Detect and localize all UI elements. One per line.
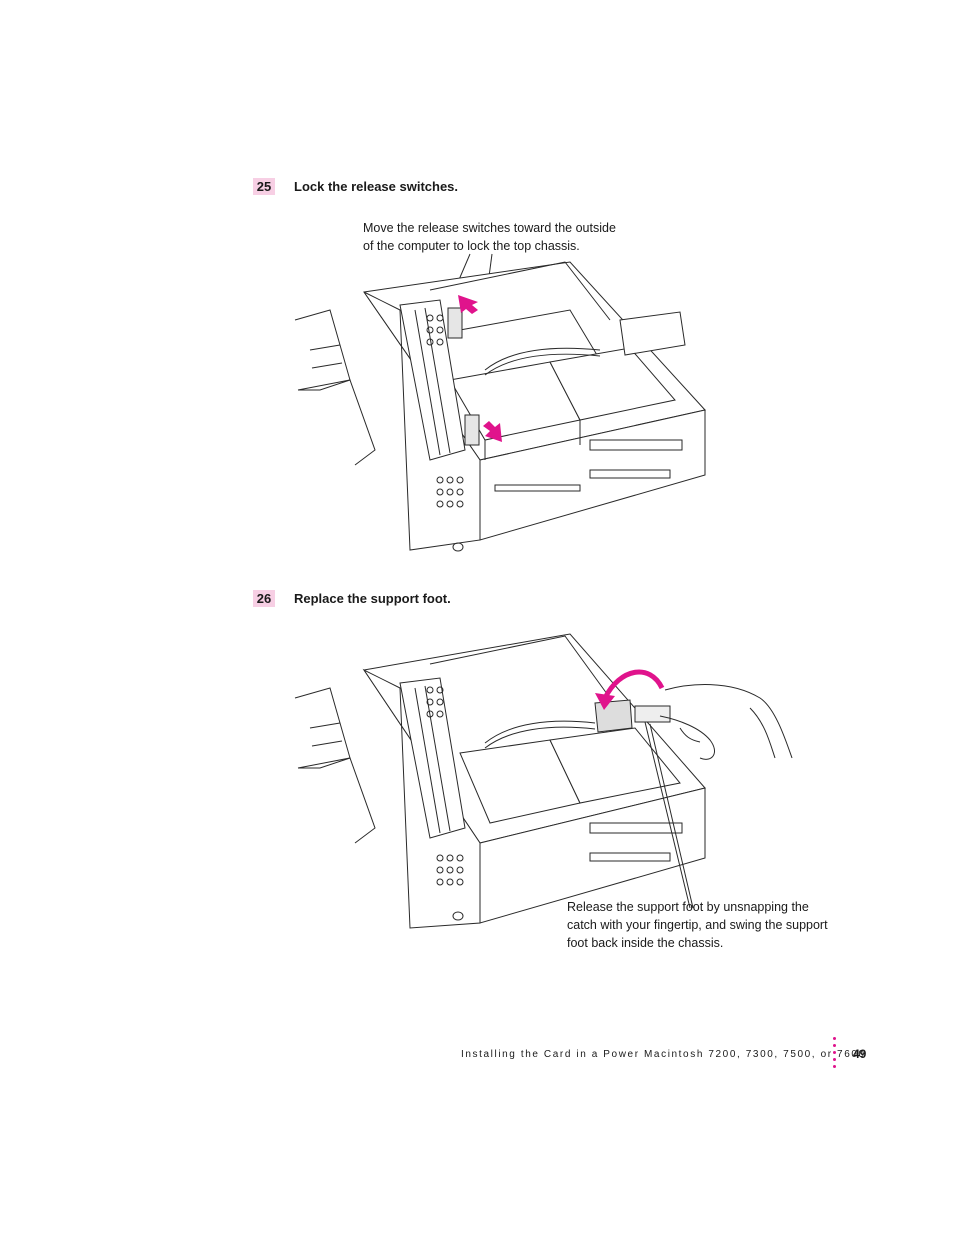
step-25-heading: 25 Lock the release switches. <box>253 178 458 195</box>
support-foot-caption: Release the support foot by unsnapping t… <box>567 898 828 952</box>
step-title: Lock the release switches. <box>294 179 459 194</box>
computer-chassis-illustration-release-switches <box>294 253 706 552</box>
release-switches-caption: Move the release switches toward the out… <box>363 219 616 255</box>
step-26-heading: 26 Replace the support foot. <box>253 590 451 607</box>
computer-chassis-illustration-support-foot <box>294 633 793 929</box>
step-number: 25 <box>253 178 275 195</box>
running-footer-title: Installing the Card in a Power Macintosh… <box>461 1049 866 1060</box>
page-number: 49 <box>853 1047 867 1061</box>
caption-line: Release the support foot by unsnapping t… <box>567 900 809 914</box>
step-number: 26 <box>253 590 275 607</box>
footer-dot-rule <box>833 1037 837 1072</box>
caption-line: Move the release switches toward the out… <box>363 221 616 235</box>
caption-line: catch with your fingertip, and swing the… <box>567 918 828 932</box>
step-title: Replace the support foot. <box>294 591 451 606</box>
caption-line: of the computer to lock the top chassis. <box>363 239 580 253</box>
caption-line: foot back inside the chassis. <box>567 936 724 950</box>
